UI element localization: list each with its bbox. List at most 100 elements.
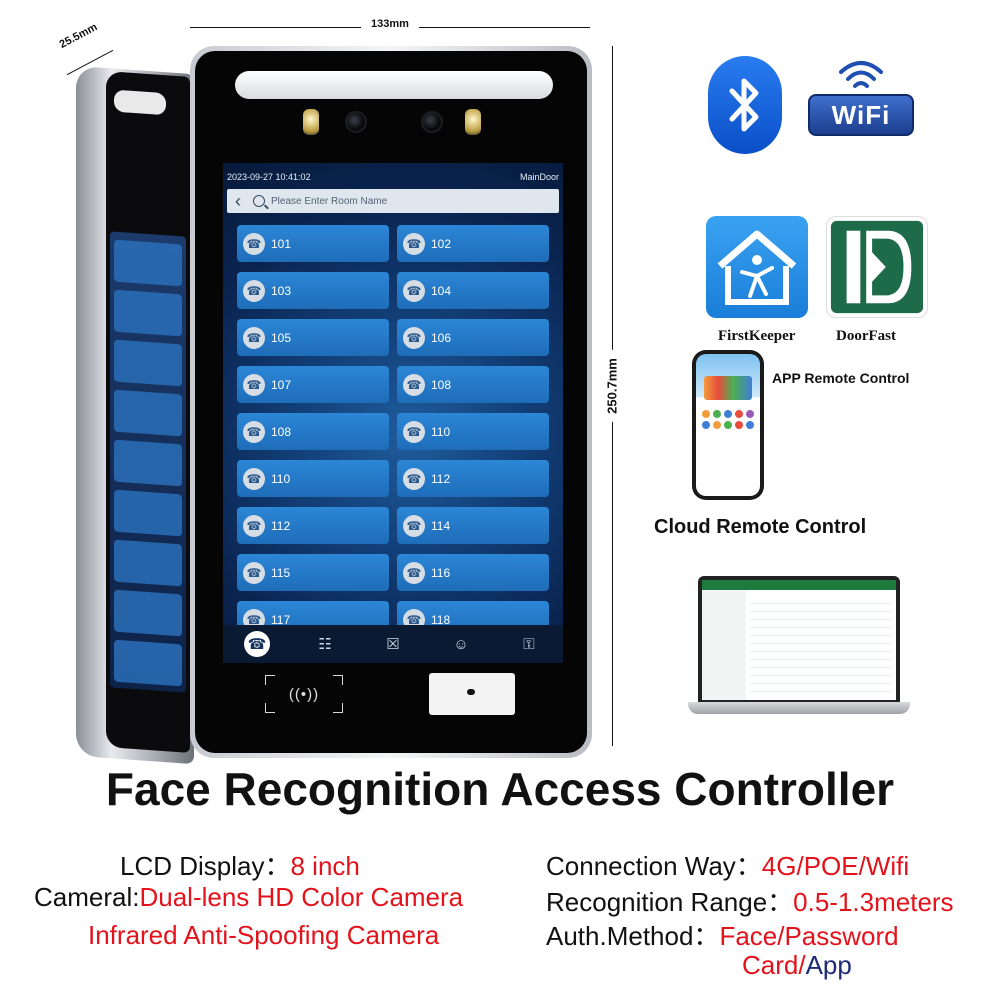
room-call-button[interactable]: ☎ 114	[397, 507, 549, 544]
room-number: 108	[431, 377, 452, 392]
room-call-button[interactable]: ☎ 101	[237, 225, 389, 262]
room-call-button[interactable]: ☎ 103	[237, 272, 389, 309]
device-screen: 2023-09-27 10:41:02 MainDoor ‹ Please En…	[223, 163, 563, 659]
laptop-image	[688, 576, 910, 716]
room-number: 103	[271, 283, 292, 298]
room-number: 110	[431, 424, 451, 439]
spec-auth: Auth.Method：Face/Password	[546, 921, 899, 951]
phone-icon: ☎	[403, 232, 425, 255]
room-number: 105	[271, 330, 292, 345]
device-front-view: 2023-09-27 10:41:02 MainDoor ‹ Please En…	[190, 46, 592, 758]
room-number: 118	[431, 612, 451, 627]
height-label: 250.7mm	[604, 350, 620, 422]
spec-connection: Connection Way：4G/POE/Wifi	[546, 851, 910, 881]
phone-icon: ☎	[243, 326, 265, 349]
ir-led-icon	[465, 109, 481, 135]
room-call-button[interactable]: ☎ 110	[397, 413, 549, 450]
phone-icon: ☎	[243, 467, 265, 490]
room-call-button[interactable]: ☎ 106	[397, 319, 549, 356]
cloud-remote-label: Cloud Remote Control	[654, 516, 867, 538]
phone-icon: ☎	[403, 420, 425, 443]
device-side-view	[76, 65, 194, 765]
height-dimension: 250.7mm	[598, 46, 638, 746]
phone-icon[interactable]: ☎	[244, 631, 270, 657]
room-call-button[interactable]: ☎ 112	[397, 460, 549, 497]
phone-icon: ☎	[243, 373, 265, 396]
datetime: 2023-09-27 10:41:02	[227, 172, 311, 182]
room-call-button[interactable]: ☎ 104	[397, 272, 549, 309]
room-number: 114	[431, 518, 451, 533]
app-remote-label: APP Remote Control	[772, 370, 910, 386]
wifi-badge: WiFi	[808, 94, 914, 136]
spec-camera: Cameral:Dual-lens HD Color Camera	[34, 882, 464, 912]
depth-label: 25.5mm	[57, 21, 100, 51]
phone-icon: ☎	[403, 561, 425, 584]
doorfast-app-icon	[826, 216, 928, 318]
bottom-nav: ☎ ☷ ☒ ☺ ⚿	[223, 625, 563, 663]
fill-light-bar	[235, 71, 553, 99]
phone-icon: ☎	[403, 279, 425, 302]
room-number: 115	[271, 565, 291, 580]
room-search-bar[interactable]: ‹ Please Enter Room Name	[227, 189, 559, 213]
room-number: 116	[431, 565, 451, 580]
back-chevron-icon[interactable]: ‹	[235, 190, 241, 211]
room-number: 112	[431, 471, 451, 486]
doorfast-label: DoorFast	[836, 328, 896, 344]
smartphone-image	[692, 350, 764, 500]
search-icon	[253, 195, 265, 207]
room-number: 117	[271, 612, 291, 627]
spec-auth-2: Card/App	[742, 950, 852, 980]
firstkeeper-label: FirstKeeper	[718, 328, 796, 344]
room-number: 108	[271, 424, 292, 439]
room-number: 102	[431, 236, 452, 251]
room-number: 107	[271, 377, 292, 392]
service-icon[interactable]: ☺	[453, 635, 469, 653]
camera-lens-icon	[421, 111, 443, 133]
search-placeholder[interactable]: Please Enter Room Name	[271, 195, 388, 207]
width-label: 133mm	[361, 18, 419, 30]
nfc-card-reader: ((•))	[265, 675, 343, 713]
room-number: 106	[431, 330, 452, 345]
device-face: 2023-09-27 10:41:02 MainDoor ‹ Please En…	[195, 51, 587, 753]
room-number: 110	[271, 471, 291, 486]
spec-range: Recognition Range：0.5-1.3meters	[546, 887, 954, 917]
phone-icon: ☎	[243, 232, 265, 255]
phone-icon: ☎	[403, 514, 425, 537]
phone-icon: ☎	[243, 561, 265, 584]
room-call-button[interactable]: ☎ 108	[397, 366, 549, 403]
spec-camera-2: Infrared Anti-Spoofing Camera	[88, 920, 440, 950]
room-call-button[interactable]: ☎ 107	[237, 366, 389, 403]
door-name: MainDoor	[519, 172, 559, 182]
room-call-button[interactable]: ☎ 105	[237, 319, 389, 356]
shield-key-icon[interactable]: ⚿	[523, 635, 535, 653]
room-call-button[interactable]: ☎ 116	[397, 554, 549, 591]
phone-icon: ☎	[243, 514, 265, 537]
room-call-button[interactable]: ☎ 102	[397, 225, 549, 262]
room-call-button[interactable]: ☎ 110	[237, 460, 389, 497]
camera-lens-icon	[345, 111, 367, 133]
product-title: Face Recognition Access Controller	[105, 763, 895, 815]
qr-scanner-window	[429, 673, 515, 715]
width-dimension: 133mm	[190, 18, 590, 34]
room-number: 101	[271, 236, 292, 251]
room-grid: ☎ 101 ☎ 102 ☎ 103 ☎ 104 ☎ 105 ☎ 106 ☎ 107 ☎ 108 ☎ 108 ☎ 110…	[237, 225, 551, 638]
phone-icon: ☎	[403, 326, 425, 349]
status-bar: 2023-09-27 10:41:02 MainDoor	[227, 169, 559, 185]
spec-lcd: LCD Display：8 inch	[120, 851, 360, 881]
firstkeeper-app-icon	[706, 216, 808, 318]
room-call-button[interactable]: ☎ 108	[237, 413, 389, 450]
wifi-icon: WiFi	[808, 58, 914, 138]
ir-led-icon	[303, 109, 319, 135]
phone-icon: ☎	[243, 420, 265, 443]
bluetooth-icon	[708, 56, 782, 154]
room-call-button[interactable]: ☎ 115	[237, 554, 389, 591]
phone-icon: ☎	[403, 467, 425, 490]
phone-icon: ☎	[243, 279, 265, 302]
room-number: 112	[271, 518, 291, 533]
nfc-waves-icon: ((•))	[288, 685, 320, 703]
room-number: 104	[431, 283, 452, 298]
room-call-button[interactable]: ☎ 112	[237, 507, 389, 544]
phone-icon: ☎	[403, 373, 425, 396]
keypad-icon[interactable]: ☷	[318, 636, 332, 653]
face-scan-icon[interactable]: ☒	[386, 636, 400, 653]
